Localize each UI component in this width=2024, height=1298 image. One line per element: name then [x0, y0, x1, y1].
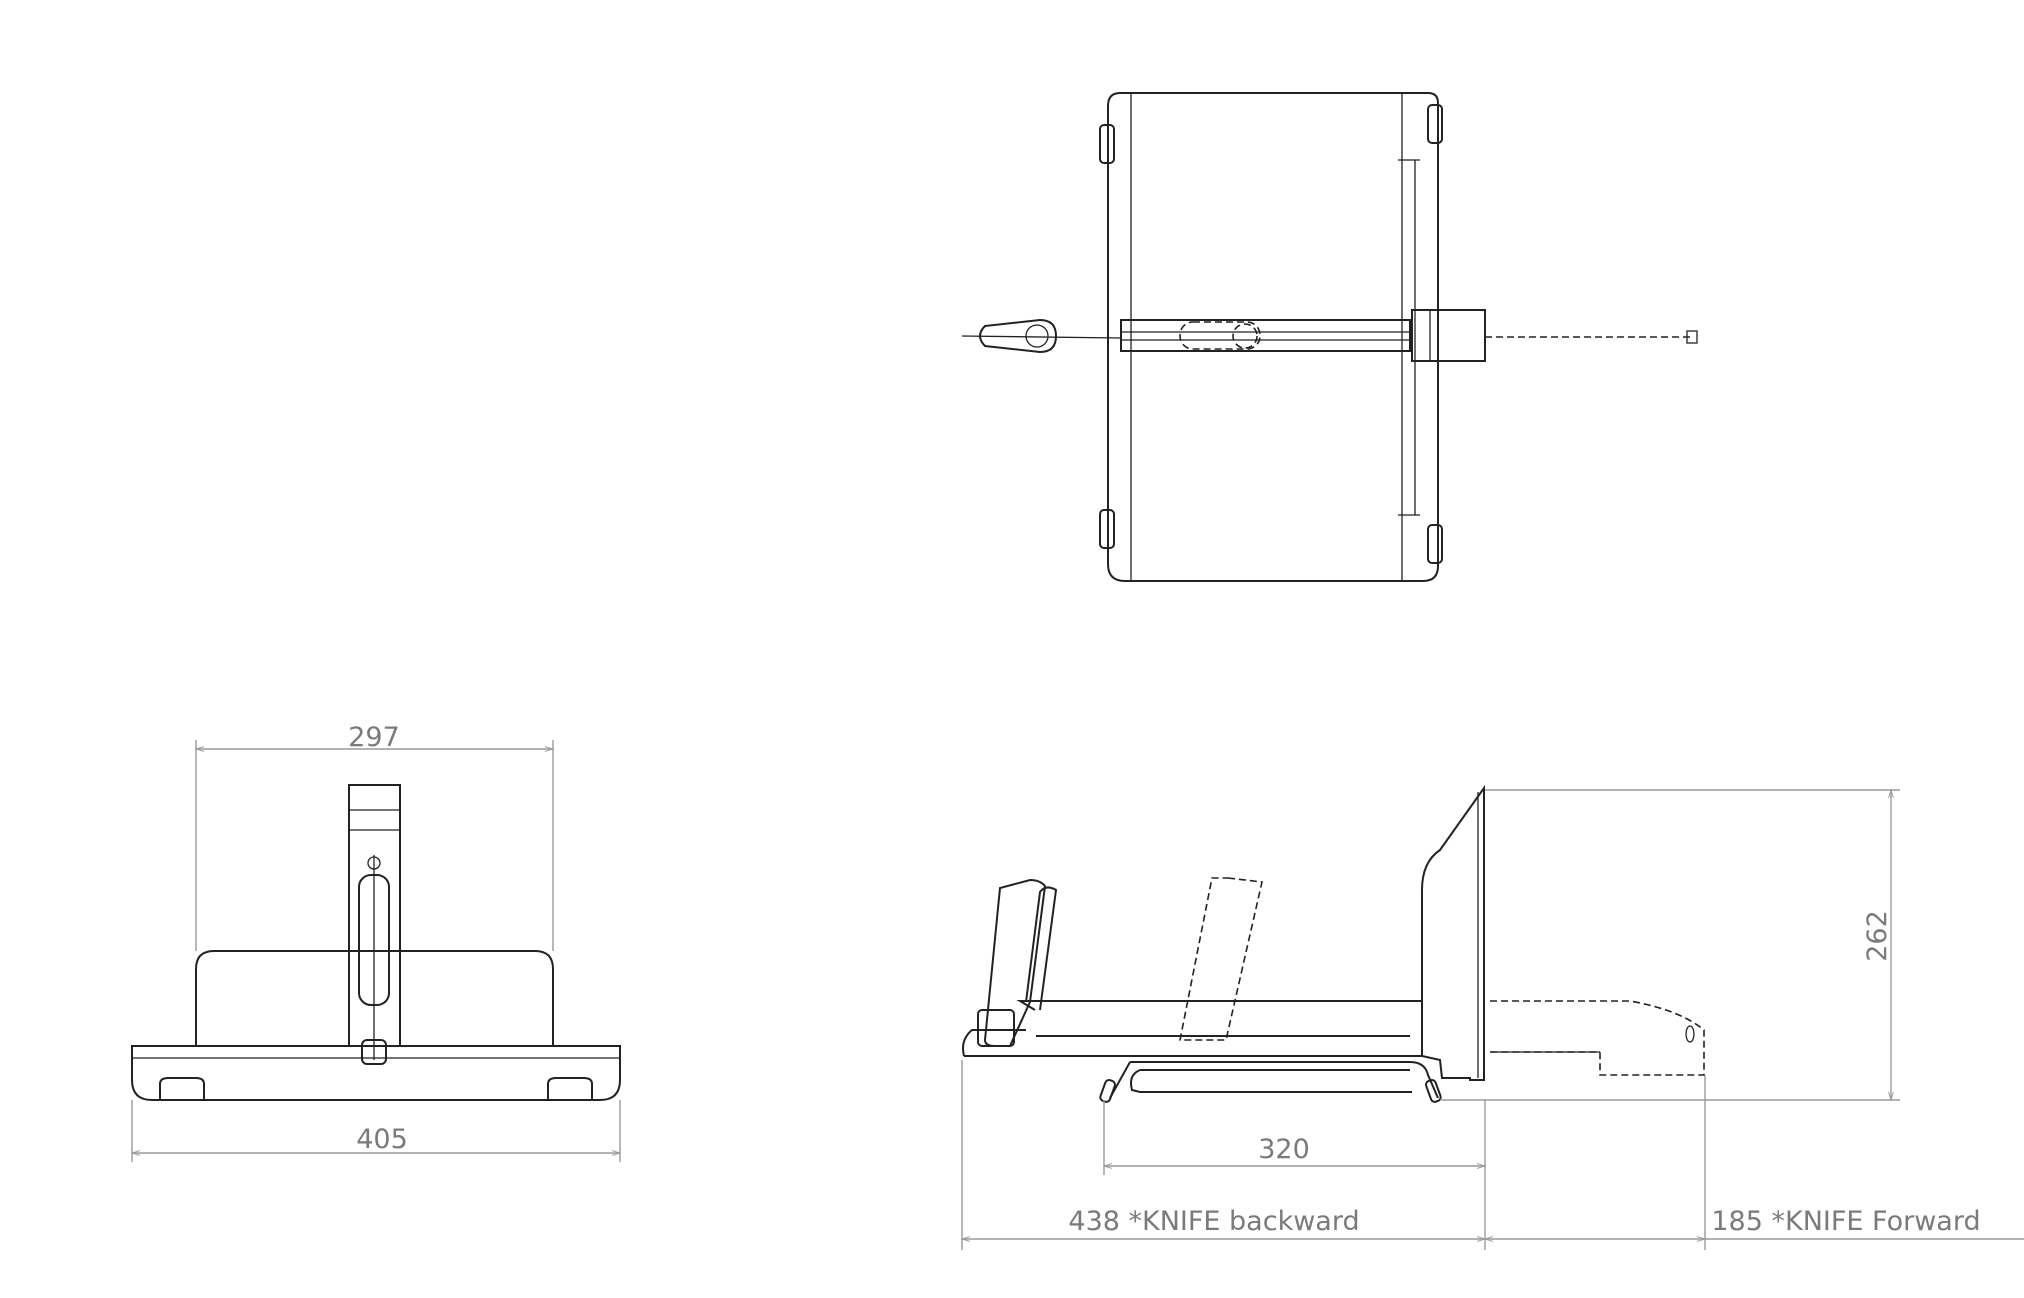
front-view: 297 405	[130, 722, 622, 1162]
dim-width-top: 297	[348, 722, 400, 753]
dim-height: 262	[1862, 910, 1893, 962]
dim-knife-forward: 185 *KNIFE Forward	[1711, 1206, 1980, 1237]
dim-knife-backward: 438 *KNIFE backward	[1068, 1206, 1359, 1237]
dim-width-base: 405	[356, 1124, 408, 1155]
dim-blade-length: 320	[1258, 1134, 1310, 1165]
top-view	[961, 92, 1698, 582]
side-view: 262 320 438 *KNIFE backward 185 *KNIFE F…	[960, 784, 2024, 1250]
